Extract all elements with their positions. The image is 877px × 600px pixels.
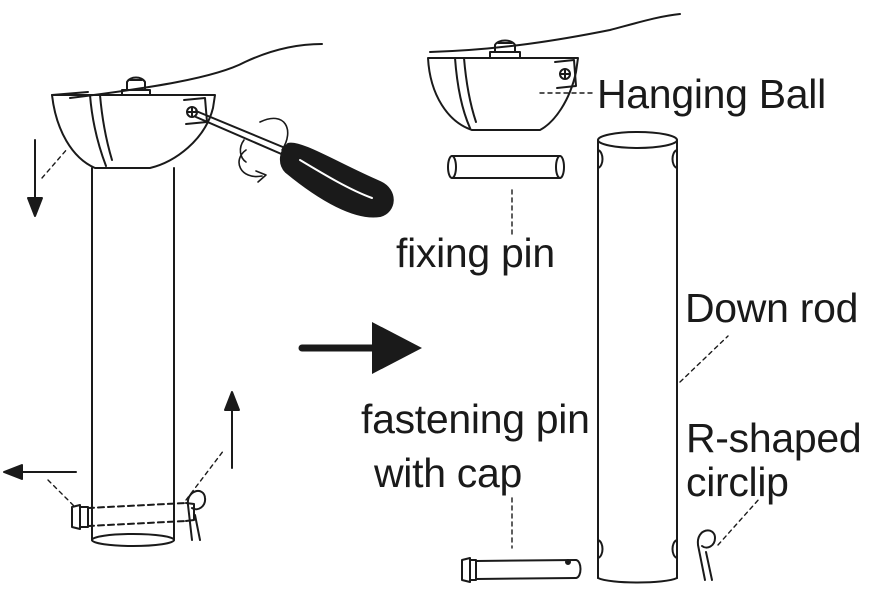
left-up-arrow	[225, 392, 239, 468]
left-left-arrow	[4, 465, 76, 479]
down-rod-leader	[680, 336, 728, 382]
down-rod-label: Down rod	[685, 285, 859, 331]
circlip-leader	[718, 498, 760, 545]
circlip-label-line2: circlip	[686, 459, 789, 505]
right-circlip	[698, 530, 715, 580]
left-pin-leader	[48, 480, 74, 506]
left-down-arrow	[28, 140, 42, 216]
right-exploded-view	[428, 14, 760, 583]
transition-arrow	[302, 322, 422, 374]
right-canopy-curve	[430, 14, 680, 52]
left-canopy-curve	[70, 44, 322, 98]
fixing-pin	[448, 156, 564, 178]
right-hanging-ball	[428, 41, 578, 131]
left-ball-leader	[42, 148, 68, 178]
right-down-rod	[598, 132, 677, 583]
left-circlip	[188, 491, 205, 540]
left-assembled-view	[4, 44, 393, 546]
fastening-pin-with-cap	[462, 558, 581, 582]
screwdriver-icon	[196, 111, 393, 217]
left-hanging-ball	[52, 78, 215, 169]
left-down-rod	[92, 168, 174, 546]
left-fastening-pin	[72, 503, 194, 529]
left-circlip-leader	[186, 450, 224, 500]
circlip-label-line1: R-shaped	[686, 415, 862, 461]
fastening-pin-label-line2: with cap	[374, 450, 523, 496]
fastening-pin-label-line1: fastening pin	[361, 396, 590, 442]
fixing-pin-label: fixing pin	[396, 230, 555, 276]
hanging-ball-label: Hanging Ball	[597, 71, 826, 117]
